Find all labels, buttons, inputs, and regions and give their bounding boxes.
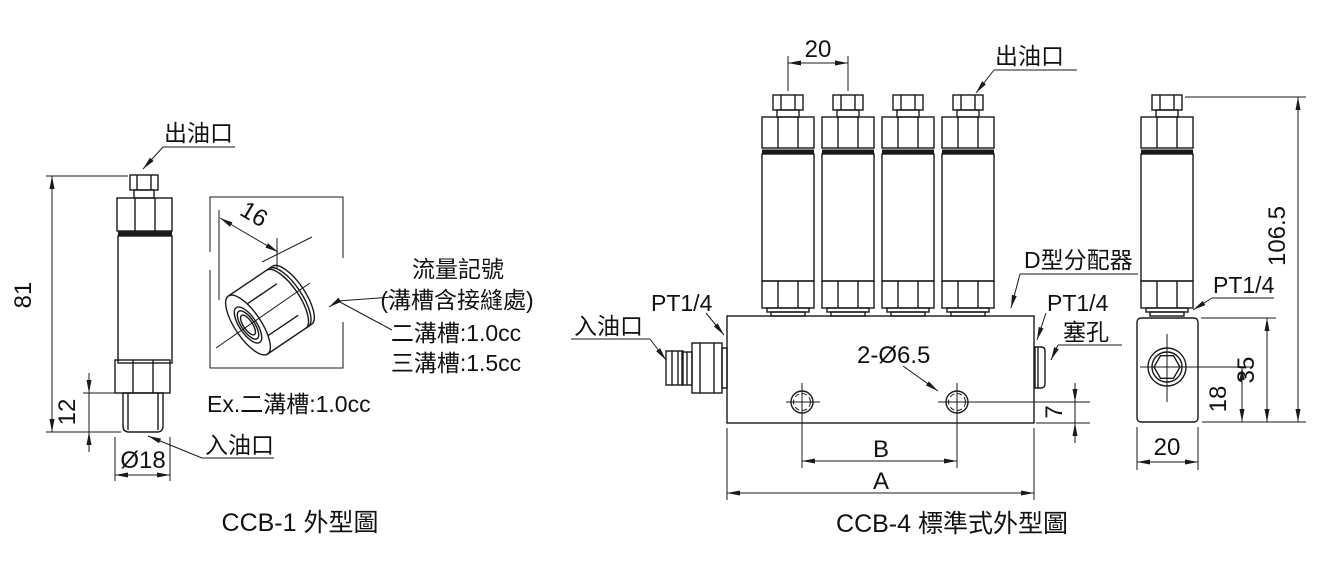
ccb4-pt-plug-leader	[1036, 312, 1047, 341]
side-pt-leader	[1192, 297, 1274, 311]
side-hole-height-dim-text: 18	[1205, 386, 1232, 413]
ccb4-pt-plug-label: PT1/4	[1047, 290, 1109, 316]
detail-note-leader	[328, 296, 393, 331]
ccb4-plug-leader	[1050, 344, 1122, 361]
ccb1-caption: CCB-1 外型圖	[222, 509, 379, 537]
ccb4-dim-pitch	[787, 56, 849, 91]
side-dim-total-height	[1185, 96, 1306, 423]
ccb4-pitch-dim-text: 20	[805, 36, 832, 63]
ccb4-plug-label: 塞孔	[1063, 319, 1109, 345]
ccb4-pt-inlet-leader	[705, 312, 725, 336]
ccb4-inlet-label: 入油口	[574, 313, 643, 339]
ccb4-cartridges	[761, 94, 995, 317]
ccb4-dim-A	[726, 428, 1035, 500]
ccb4-A-dim-text: A	[873, 468, 889, 495]
side-block-height-dim-text: 35	[1233, 357, 1260, 384]
ccb4-distributor-leader	[1010, 273, 1138, 309]
ccb4-holes-label: 2-Ø6.5	[857, 342, 930, 369]
flow-mark-note-line1: 二溝槽:1.0cc	[391, 320, 521, 346]
ccb4-holes-leader	[902, 365, 939, 392]
ccb4-inlet-leader	[571, 338, 667, 361]
ccb1-outlet-label: 出油口	[164, 120, 233, 146]
ccb4-B-dim-text: B	[873, 436, 889, 463]
side-dim-block-height	[1201, 317, 1276, 422]
ccb1-dim-81	[46, 175, 128, 433]
ccb1-valve-outline	[114, 174, 173, 433]
ccb4-caption: CCB-4 標準式外型圖	[836, 510, 1068, 538]
detail-dim-16	[218, 210, 313, 300]
detail-across-dim-text: 16	[235, 196, 272, 233]
ccb1-dim-12	[83, 373, 115, 452]
ccb4-outlet-label: 出油口	[995, 43, 1064, 69]
side-total-height-dim-text: 106.5	[1264, 206, 1291, 266]
ccb4-mount-holes	[786, 383, 1090, 468]
flow-mark-note-subtitle: (溝槽含接縫處)	[380, 287, 533, 313]
ccb4-hole-offset-dim-text: 7	[1041, 405, 1068, 418]
detail-nut-outline	[215, 264, 315, 356]
side-block-width-dim-text: 20	[1154, 434, 1181, 461]
flow-mark-note-title: 流量記號	[412, 256, 504, 282]
ccb1-inlet-leader	[147, 435, 274, 459]
side-dim-block-width	[1136, 427, 1199, 470]
ccb4-pt-inlet-label: PT1/4	[651, 290, 713, 316]
ccb1-inlet-label: 入油口	[205, 432, 274, 458]
ccb4-outlet-leader	[975, 69, 1077, 94]
ccb1-height-dim-text: 81	[10, 282, 37, 309]
ccb4-distributor-label: D型分配器	[1024, 247, 1133, 273]
ccb4-manifold-outline	[665, 315, 1046, 424]
ccb1-stud-dim-text: 12	[54, 399, 81, 426]
ccb1-outlet-leader	[142, 146, 235, 170]
side-pt-label: PT1/4	[1213, 272, 1275, 298]
ccb4-dim-hole-offset	[1036, 383, 1090, 443]
flow-mark-example: Ex.二溝槽:1.0cc	[207, 391, 371, 417]
detail-frame	[209, 196, 344, 369]
ccb1-dim-diameter	[114, 437, 171, 481]
ccb1-diameter-dim-text: Ø18	[120, 447, 165, 474]
side-view-outline	[1136, 94, 1250, 423]
flow-mark-note-line2: 三溝槽:1.5cc	[391, 350, 521, 376]
